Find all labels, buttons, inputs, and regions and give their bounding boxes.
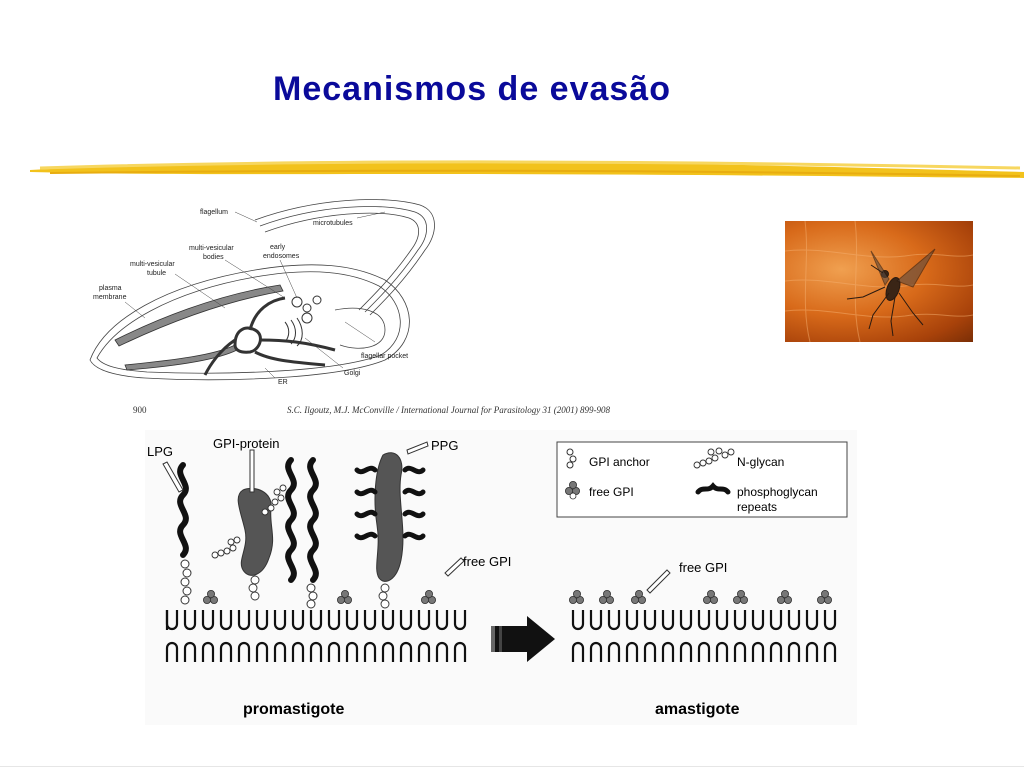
label-flagellum: flagellum [200,209,228,216]
legend-phosphoglycan-1: phosphoglycan [737,485,818,499]
legend-gpi-anchor: GPI anchor [589,455,650,469]
slide-title: Mecanismos de evasão [0,70,944,109]
label-promastigote: promastigote [243,701,344,718]
membrane-glycoconjugate-diagram: GPI anchor N-glycan free GPI phosphoglyc… [145,430,857,725]
label-early-endosomes-1: early [270,244,286,251]
label-free-gpi-left: free GPI [463,554,511,569]
label-plasma-membrane-2: membrane [93,294,127,301]
label-gpi-protein: GPI-protein [213,436,279,451]
label-early-endosomes-2: endosomes [263,253,300,260]
label-plasma-membrane-1: plasma [99,285,122,292]
citation: 900 S.C. Ilgoutz, M.J. McConville / Inte… [133,405,733,419]
footer-divider [0,766,1024,767]
legend-phosphoglycan-2: repeats [737,500,777,514]
legend-n-glycan: N-glycan [737,455,784,469]
label-mvb-2: bodies [203,254,224,261]
label-flagellar-pocket: flagellar pocket [361,353,408,360]
label-mvt-1: multi-vesicular [130,261,175,268]
legend-box: GPI anchor N-glycan free GPI phosphoglyc… [557,442,847,517]
label-mvb-1: multi-vesicular [189,245,234,252]
citation-page-number: 900 [133,405,147,415]
legend-free-gpi: free GPI [589,485,634,499]
label-mvt-2: tubule [147,270,166,277]
label-amastigote: amastigote [655,701,740,718]
leishmania-cell-diagram: flagellum microtubules multi-vesicular b… [85,190,445,385]
label-lpg: LPG [147,444,173,459]
label-er: ER [278,379,288,385]
label-golgi: Golgi [344,370,361,377]
citation-reference: S.C. Ilgoutz, M.J. McConville / Internat… [287,405,610,415]
label-microtubules: microtubules [313,220,353,227]
label-ppg: PPG [431,438,458,453]
sandfly [847,249,935,336]
sandfly-photo [785,221,973,342]
yellow-brush-stroke [30,148,1024,192]
label-free-gpi-right: free GPI [679,560,727,575]
